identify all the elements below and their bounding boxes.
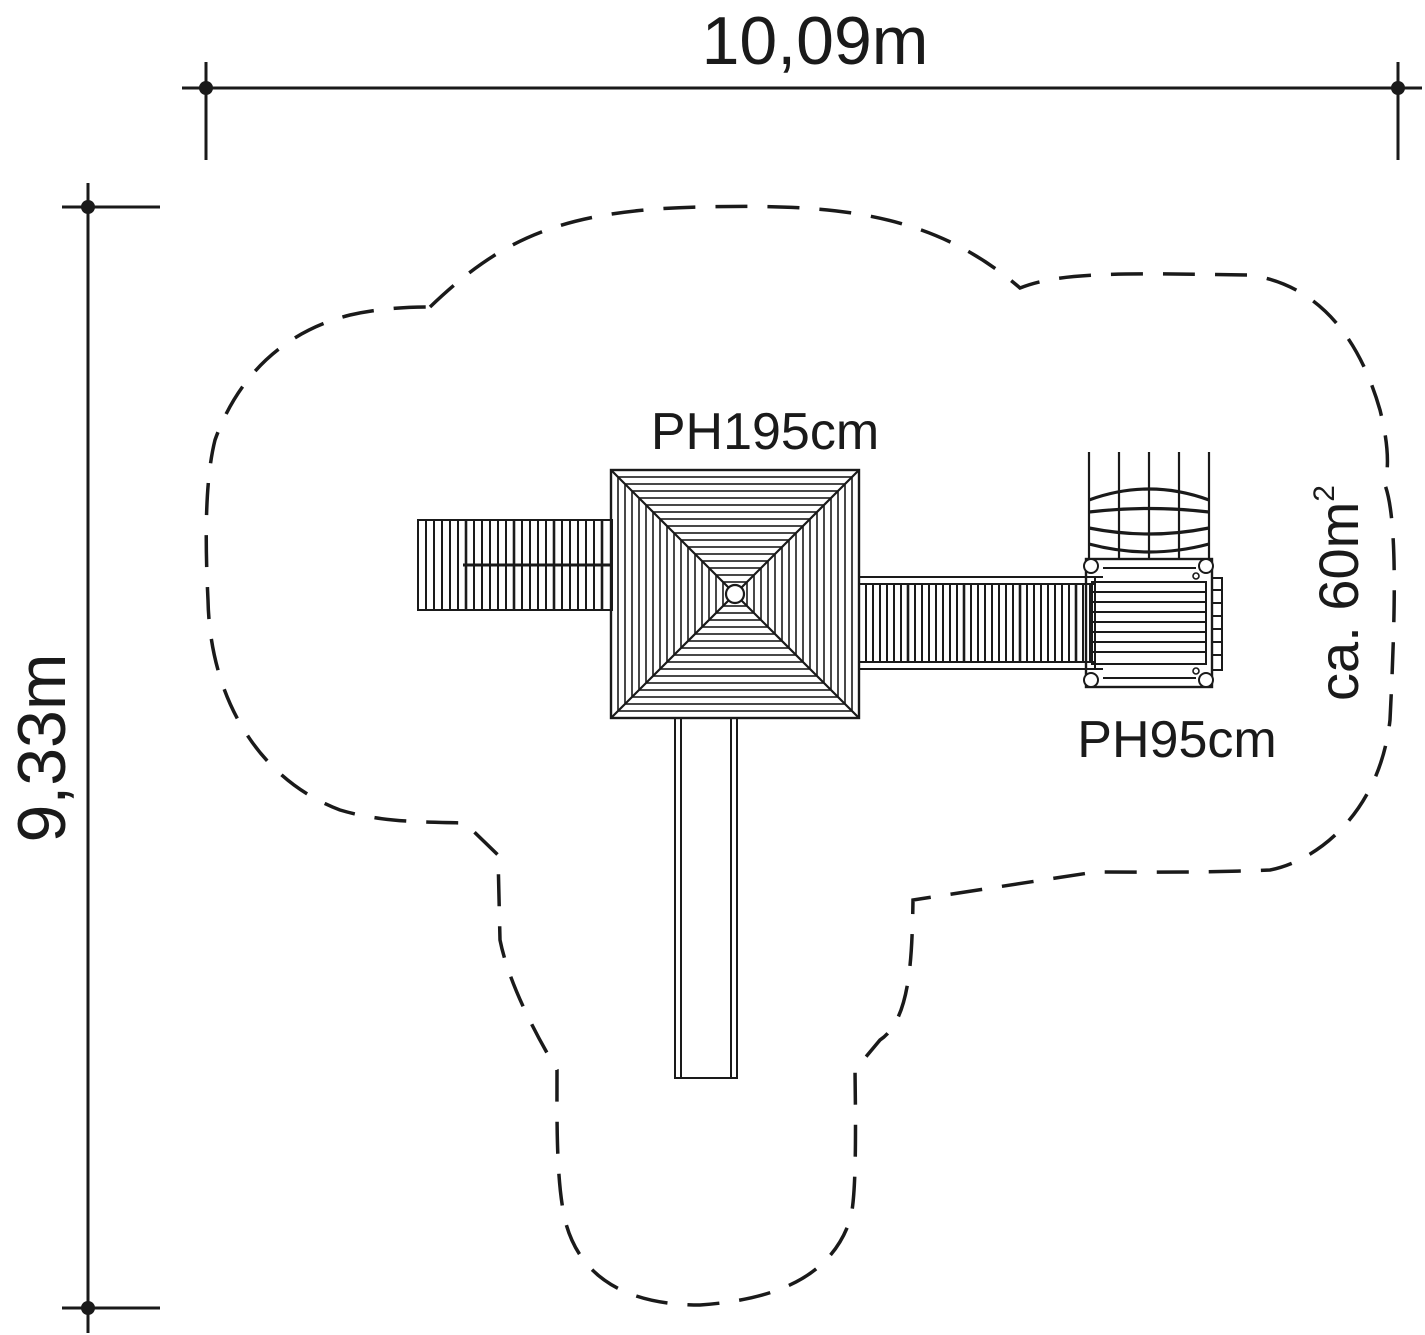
area-label-text: ca. 60m [1307, 502, 1370, 701]
small-tower-bolt-bottom [1192, 667, 1200, 675]
small-tower-post-top-right [1198, 558, 1214, 574]
high-platform-label: PH195cm [651, 403, 879, 461]
small-tower-platform [1084, 557, 1223, 689]
width-dimension-line [182, 62, 1422, 160]
climbing-net [1087, 452, 1211, 560]
width-dimension-end-dot [1391, 81, 1405, 95]
main-tower-roof [609, 468, 861, 720]
area-label-superscript: 2 [1308, 485, 1341, 502]
small-tower-bolt-top [1192, 572, 1200, 580]
width-dimension-label: 10,09m [702, 3, 929, 79]
low-platform-label: PH95cm [1077, 711, 1276, 769]
slide [674, 717, 738, 1079]
roof-peak-finial [724, 583, 746, 605]
right-bridge [858, 576, 1096, 670]
width-dimension-start-dot [199, 81, 213, 95]
depth-dimension-line [62, 183, 160, 1333]
left-ramp [417, 519, 613, 611]
depth-dimension-label: 9,33m [4, 654, 80, 843]
depth-dimension-start-dot [81, 200, 95, 214]
small-tower-post-bottom-right [1198, 672, 1214, 688]
depth-dimension-end-dot [81, 1301, 95, 1315]
safety-area-outline [204, 204, 1396, 1307]
area-label: ca. 60m2 [1307, 485, 1370, 701]
small-tower-post-bottom-left [1083, 672, 1099, 688]
small-tower-post-top-left [1083, 558, 1099, 574]
